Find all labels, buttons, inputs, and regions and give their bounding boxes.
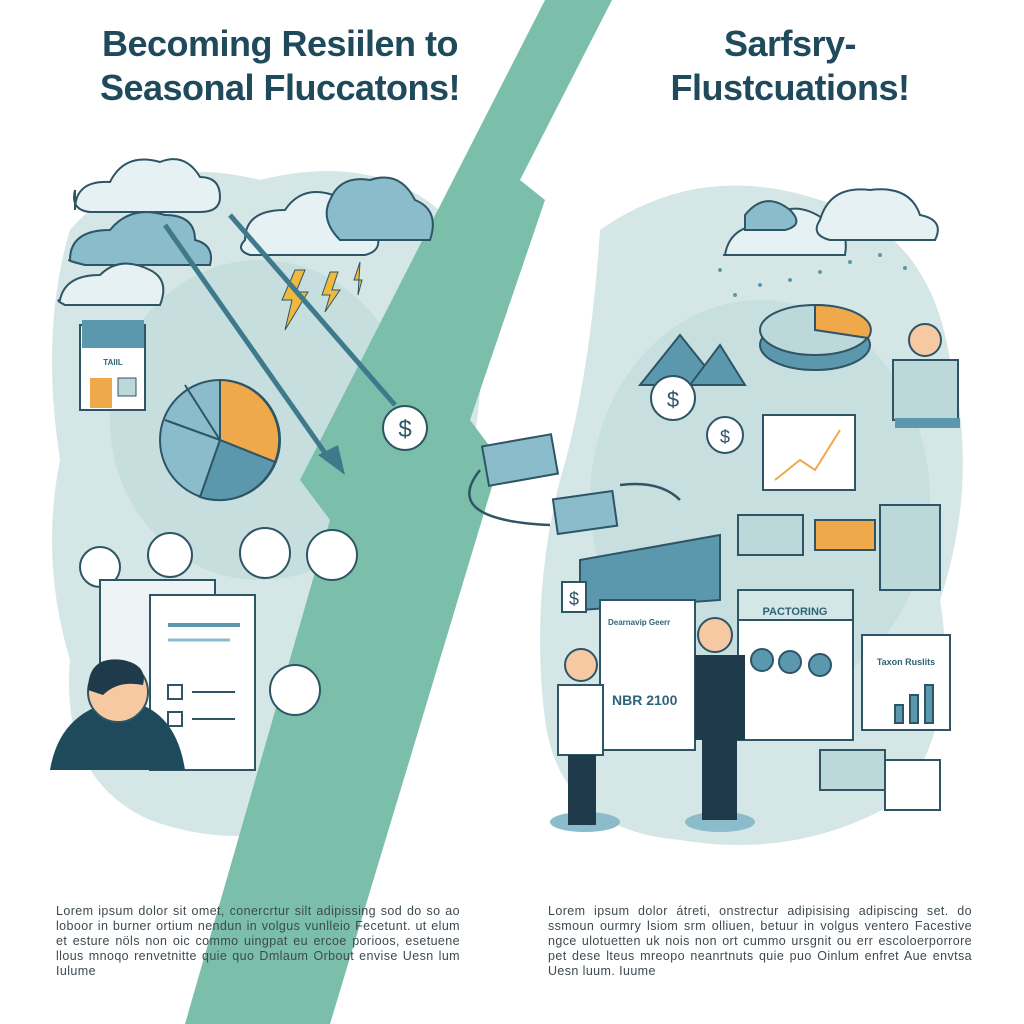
businessman-thinking bbox=[50, 659, 185, 770]
dollar-coin-icons bbox=[650, 375, 744, 454]
money-stacks bbox=[819, 749, 941, 811]
pie-chart-icon bbox=[159, 378, 281, 502]
right-title: Sarfsry- Flustcuations! bbox=[670, 23, 910, 108]
mountains-icon bbox=[637, 333, 747, 386]
svg-text:$: $ bbox=[398, 416, 411, 443]
icon-row-left bbox=[79, 527, 358, 716]
store-sign: TAIIL bbox=[103, 358, 123, 367]
diagonal-divider-band bbox=[185, 0, 612, 1024]
results-chart-board: Taxon Ruslits bbox=[861, 634, 951, 731]
receipt-amount: NBR 2100 bbox=[612, 692, 678, 708]
decline-arrows bbox=[162, 213, 397, 462]
cash-bills-icon bbox=[480, 433, 619, 536]
receipt-header: Dearnavip Geerr bbox=[608, 618, 670, 627]
woman-avatar bbox=[892, 323, 960, 428]
dollar-coin-icon: $ bbox=[382, 405, 428, 451]
svg-text:$: $ bbox=[569, 589, 579, 609]
svg-text:$: $ bbox=[667, 387, 679, 412]
svg-text:$: $ bbox=[720, 427, 730, 447]
arrow-head-icon bbox=[318, 445, 345, 475]
cycle-arrows bbox=[468, 469, 681, 527]
businessmen bbox=[550, 617, 755, 832]
left-title: Becoming Resiilen to Seasonal Fluccatons… bbox=[99, 23, 461, 108]
factoring-title: PACTORING bbox=[763, 606, 828, 618]
pie-chart-3d-icon bbox=[759, 303, 872, 371]
growth-chart-board bbox=[762, 414, 856, 491]
right-body-text: Lorem ipsum dolor átreti, onstrectur adi… bbox=[548, 904, 972, 978]
left-body-text: Lorem ipsum dolor sit omet, conercrtur s… bbox=[56, 904, 460, 978]
storm-clouds-left bbox=[57, 158, 434, 306]
results-title: Taxon Ruslits bbox=[877, 657, 935, 667]
calculator-boxes bbox=[737, 504, 941, 591]
rain-clouds-right bbox=[722, 188, 939, 256]
storefront-receipt: Dearnavip Geerr NBR 2100 bbox=[561, 533, 721, 751]
factoring-board: PACTORING bbox=[737, 589, 854, 741]
retail-store-icon: TAIIL bbox=[79, 320, 146, 411]
raindrops bbox=[718, 253, 907, 297]
